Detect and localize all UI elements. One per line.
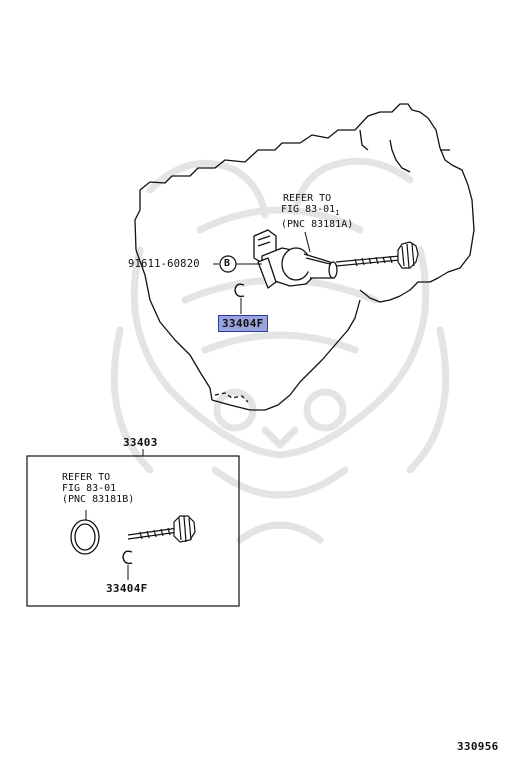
refer-top-line1: REFER TO (283, 193, 332, 204)
o-ring-icon (70, 519, 100, 555)
transmission-housing (134, 103, 475, 411)
driven-gear-top (335, 241, 419, 269)
clip-part-number-highlighted[interactable]: 33404F (218, 315, 268, 332)
kit-box (26, 455, 240, 607)
refer-box-label: REFER TO FIG 83-01 (PNC 83181B) (62, 472, 134, 505)
diagram-id: 330956 (457, 740, 499, 753)
watermark-emblem (110, 157, 450, 544)
refer-top-line2: FIG 83-011 (281, 204, 340, 217)
clip-box-part-number[interactable]: 33404F (106, 582, 148, 595)
refer-top-line2-sub: 1 (335, 209, 340, 217)
speed-sensor-assembly (253, 229, 338, 289)
refer-top-label: REFER TO FIG 83-011 (PNC 83181A) (281, 193, 353, 230)
clip-box-icon (122, 550, 133, 565)
refer-top-line3: (PNC 83181A) (281, 219, 354, 230)
bolt-part-number[interactable]: 91611-60820 (128, 258, 200, 270)
kit-part-number[interactable]: 33403 (123, 436, 158, 449)
bolt-marker-letter: B (224, 258, 231, 269)
refer-box-line1: REFER TO (62, 472, 111, 483)
clip-top-icon (234, 283, 245, 298)
refer-box-line2: FIG 83-01 (62, 483, 117, 494)
refer-top-leader (304, 231, 311, 253)
refer-box-line3: (PNC 83181B) (62, 494, 135, 505)
driven-gear-box (127, 515, 196, 543)
